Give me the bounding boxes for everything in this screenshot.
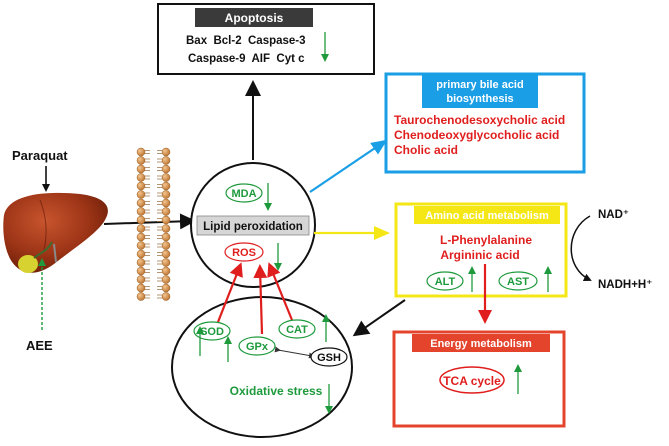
nad-top-label: NAD⁺ (598, 209, 629, 221)
lipid-head (136, 232, 146, 242)
lipid-head (161, 266, 171, 276)
ast-label: AST (507, 276, 529, 288)
lipid-head (136, 190, 146, 199)
aee-label: AEE (26, 338, 53, 353)
lipid-head (136, 224, 146, 233)
lipid-head (161, 198, 171, 208)
tca-label: TCA cycle (443, 374, 501, 388)
apoptosis-box: Apoptosis Bax Bcl-2 Caspase-3 Caspase-9 … (157, 3, 375, 75)
lipid-head (161, 224, 171, 233)
lipid-head (161, 156, 171, 165)
lipid-peroxidation-circle: MDA Lipid peroxidation ROS (190, 162, 316, 288)
lipid-head (136, 156, 146, 165)
lipid-head (136, 241, 146, 250)
oxidative-stress-ellipse: SOD CAT GPx GSH Oxidative stress (171, 262, 353, 438)
liver-to-membrane-arrow (103, 213, 196, 230)
energy-metabolism-box: Energy metabolism TCA cycle (392, 330, 566, 428)
amino-to-oxidative-arrow (352, 299, 406, 337)
lipid-head (161, 275, 171, 284)
lipid-head (136, 258, 146, 267)
lipid-head (161, 181, 171, 191)
amino-item: Argininic acid (440, 248, 519, 262)
lipid-head (136, 207, 146, 216)
paraquat-label: Paraquat (12, 148, 68, 163)
apoptosis-line1: Bax Bcl-2 Caspase-3 (186, 35, 306, 47)
nad-bottom-label: NADH+H⁺ (598, 279, 652, 291)
cat-label: CAT (286, 324, 308, 336)
lipid-peroxidation-label: Lipid peroxidation (203, 221, 303, 233)
gpx-gsh-link (274, 346, 315, 359)
lipid-head (161, 249, 171, 259)
gsh-label: GSH (317, 352, 341, 364)
bile-item: Cholic acid (394, 143, 458, 157)
lipid-head (136, 215, 146, 225)
lipid-head (161, 283, 171, 293)
lipid-head (161, 190, 171, 199)
mda-label: MDA (231, 188, 256, 200)
energy-title: Energy metabolism (430, 338, 532, 350)
nad-curve-arrow (570, 215, 592, 282)
lipid-head (136, 147, 146, 157)
amino-item: L-Phenylalanine (440, 233, 532, 247)
bile-title-line2: biosynthesis (446, 93, 513, 105)
gpx-to-ros-arrow (253, 264, 268, 335)
lipid-to-bile-arrow (309, 139, 388, 193)
lipid-head (136, 266, 146, 276)
gpx-label: GPx (246, 341, 269, 353)
lipid-head (161, 147, 171, 157)
lipid-head (136, 275, 146, 284)
lipid-head (161, 173, 171, 182)
apoptosis-line2: Caspase-9 AIF Cyt c (188, 53, 305, 65)
lipid-head (136, 198, 146, 208)
liver-icon (3, 192, 108, 273)
lipid-head (161, 292, 171, 301)
lipid-head (161, 207, 171, 216)
cell-membrane (136, 147, 171, 301)
lipid-head (136, 181, 146, 191)
cat-to-ros-arrow (267, 262, 294, 321)
ros-label: ROS (232, 247, 256, 259)
lipid-head (161, 215, 171, 225)
lipid-head (161, 258, 171, 267)
bile-acid-box: primary bile acid biosynthesis Taurochen… (384, 72, 586, 174)
bile-title-line1: primary bile acid (436, 79, 523, 91)
lipid-head (161, 232, 171, 242)
lipid-head (136, 249, 146, 259)
lipid-head (136, 292, 146, 301)
lipid-head (161, 241, 171, 250)
bile-item: Taurochenodesoxycholic acid (394, 113, 565, 127)
lipid-head (136, 283, 146, 293)
amino-acid-box: Amino acid metabolism L-Phenylalanine Ar… (394, 202, 568, 298)
lipid-head (161, 164, 171, 174)
bile-item: Chenodeoxyglycocholic acid (394, 128, 559, 142)
amino-title: Amino acid metabolism (425, 210, 549, 222)
oxidative-stress-label: Oxidative stress (230, 384, 323, 398)
apoptosis-title: Apoptosis (225, 11, 284, 25)
alt-label: ALT (435, 276, 456, 288)
lipid-head (136, 164, 146, 174)
lipid-head (136, 173, 146, 182)
sod-to-ros-arrow (216, 262, 243, 323)
sod-label: SOD (200, 326, 224, 338)
